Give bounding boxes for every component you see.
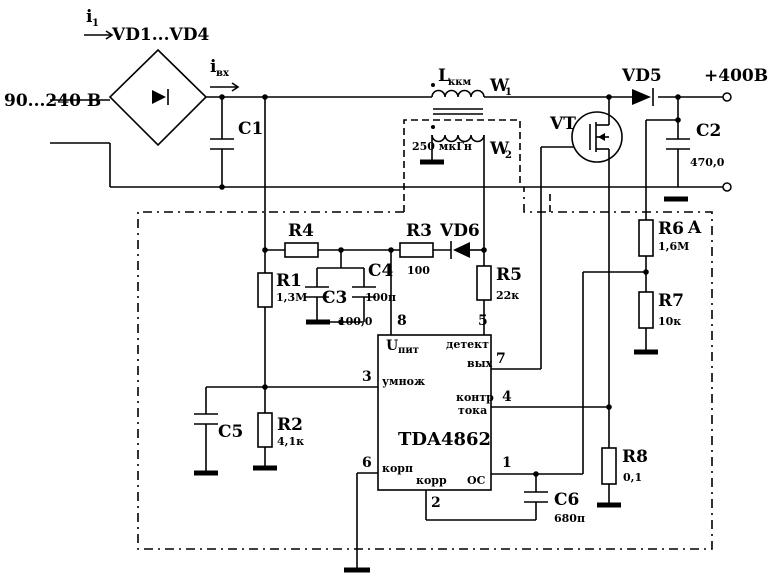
label-c4: C4 bbox=[368, 261, 394, 281]
pin-6-name: корп bbox=[382, 462, 413, 475]
label-r5: R5 bbox=[496, 265, 522, 285]
label-inductance: 250 мкГн bbox=[412, 140, 472, 153]
pin-4-name-line1: контр bbox=[456, 391, 494, 404]
mosfet-vt bbox=[571, 111, 623, 163]
pin-1-number: 1 bbox=[502, 455, 512, 471]
label-inductor: L bbox=[438, 66, 450, 86]
label-block-a: A bbox=[687, 218, 702, 238]
pin-5-name: детект bbox=[446, 338, 489, 351]
label-r6: R6 bbox=[658, 219, 684, 239]
label-r7: R7 bbox=[658, 291, 684, 311]
label-c1: C1 bbox=[238, 119, 263, 139]
ic-tda4862 bbox=[377, 334, 492, 491]
resistor-r8 bbox=[601, 447, 617, 485]
diode-vd5 bbox=[632, 88, 654, 106]
label-r1: R1 bbox=[276, 271, 302, 291]
wires bbox=[50, 96, 724, 570]
pin-8-name-sub: пит bbox=[398, 345, 419, 356]
pin-7-name: вых bbox=[467, 357, 493, 370]
label-c2: C2 bbox=[696, 121, 721, 141]
label-output-voltage: +400В bbox=[704, 66, 768, 86]
junction-dots bbox=[219, 94, 681, 477]
resistor-r3 bbox=[399, 242, 434, 258]
label-r7-value: 10к bbox=[658, 315, 681, 328]
label-current-i1: i bbox=[86, 7, 93, 27]
capacitor-c2 bbox=[666, 138, 690, 150]
label-r8: R8 bbox=[622, 447, 648, 467]
pin-8-number: 8 bbox=[397, 313, 407, 329]
inductor-w1 bbox=[431, 83, 485, 115]
pin-4-number: 4 bbox=[502, 389, 512, 405]
label-input-voltage: 90...240 В bbox=[4, 91, 101, 111]
label-c3-value: 100,0 bbox=[338, 315, 373, 328]
pin-3-name: умнож bbox=[382, 375, 425, 388]
label-c2-value: 470,0 bbox=[690, 156, 725, 169]
pin-8-name: U bbox=[386, 338, 398, 354]
diode-vd6 bbox=[450, 241, 470, 259]
resistor-r5 bbox=[476, 265, 492, 301]
label-w2-sub: 2 bbox=[505, 150, 512, 161]
label-r3: R3 bbox=[406, 221, 432, 241]
label-vd5: VD5 bbox=[621, 66, 662, 86]
output-terminal-negative bbox=[722, 182, 732, 192]
capacitor-c4 bbox=[352, 286, 376, 298]
resistor-r7 bbox=[638, 291, 654, 329]
pin-7-number: 7 bbox=[496, 351, 506, 367]
block-boundaries bbox=[137, 119, 713, 550]
label-r5-value: 22к bbox=[496, 289, 519, 302]
pin-4-name-line2: тока bbox=[458, 404, 487, 417]
label-c3: C3 bbox=[322, 288, 347, 308]
label-r2-value: 4,1к bbox=[277, 435, 304, 448]
label-c5: C5 bbox=[218, 422, 243, 442]
label-current-ivx: i bbox=[210, 57, 217, 77]
inductor-w2 bbox=[431, 125, 485, 143]
resistor-r6 bbox=[638, 219, 654, 257]
label-c4-value: 100п bbox=[365, 291, 396, 304]
ic-name: TDA4862 bbox=[398, 429, 491, 450]
capacitor-c6 bbox=[524, 491, 548, 503]
pin-5-number: 5 bbox=[478, 313, 488, 329]
label-vt: VT bbox=[549, 114, 576, 134]
capacitor-c3 bbox=[305, 286, 329, 298]
label-c6: C6 bbox=[554, 490, 579, 510]
label-current-ivx-sub: вх bbox=[216, 68, 230, 79]
label-w1: W bbox=[489, 76, 510, 96]
capacitor-c5 bbox=[194, 413, 218, 425]
label-inductor-sub: ккм bbox=[448, 77, 471, 88]
resistor-r4 bbox=[284, 242, 319, 258]
label-w2: W bbox=[489, 139, 510, 159]
label-vd6: VD6 bbox=[439, 221, 480, 241]
output-terminal-positive bbox=[722, 92, 732, 102]
capacitor-c1 bbox=[210, 138, 234, 150]
pin-1-name: ОС bbox=[467, 474, 486, 487]
resistor-r2 bbox=[257, 412, 273, 448]
label-r8-value: 0,1 bbox=[623, 471, 642, 484]
pin-2-name: корр bbox=[416, 474, 447, 487]
label-bridge: VD1...VD4 bbox=[111, 25, 209, 45]
resistor-r1 bbox=[257, 272, 273, 308]
label-r1-value: 1,3М bbox=[276, 291, 307, 304]
bridge-rectifier bbox=[108, 48, 208, 147]
label-w1-sub: 1 bbox=[505, 87, 512, 98]
pin-3-number: 3 bbox=[362, 369, 372, 385]
label-current-i1-sub: 1 bbox=[92, 18, 99, 29]
pin-6-number: 6 bbox=[362, 455, 372, 471]
label-r4: R4 bbox=[288, 221, 314, 241]
label-r2: R2 bbox=[277, 415, 303, 435]
label-r6-value: 1,6М bbox=[658, 240, 689, 253]
label-c6-value: 680п bbox=[554, 512, 585, 525]
pin-2-number: 2 bbox=[431, 495, 441, 511]
label-r3-value: 100 bbox=[407, 264, 430, 277]
